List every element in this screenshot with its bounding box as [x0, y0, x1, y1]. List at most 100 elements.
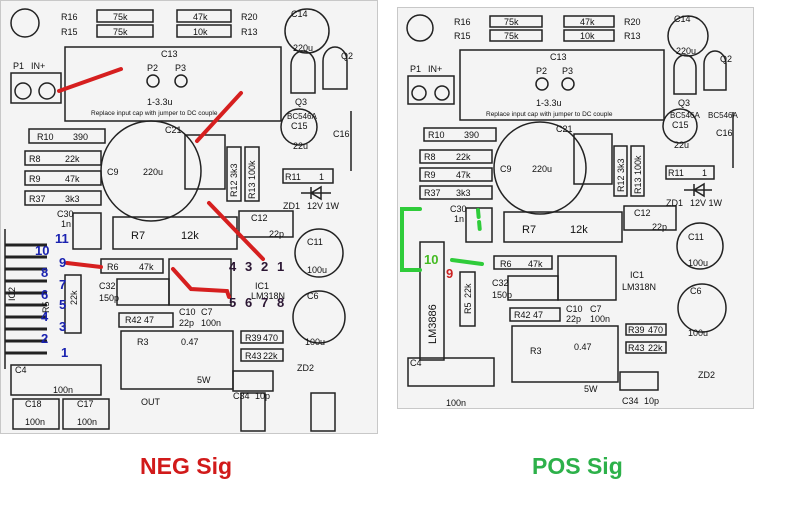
- p3-pad: [174, 74, 188, 88]
- p2-pad: [535, 77, 549, 91]
- r9-label: R9: [29, 174, 41, 184]
- zd1-label: ZD1: [283, 201, 300, 211]
- r7-value: 12k: [570, 224, 588, 236]
- c21-label: C21: [165, 125, 182, 135]
- ic1-pin-1: 1: [277, 259, 284, 274]
- r15-body: [489, 29, 543, 42]
- r13-label: R13: [624, 31, 641, 41]
- r3-watt: 5W: [584, 384, 598, 394]
- r42-body: [118, 312, 174, 328]
- r13-value: 10k: [193, 27, 208, 37]
- r20-body: [176, 9, 232, 23]
- c9-label: C9: [500, 164, 512, 174]
- neg-wire-input: [57, 67, 123, 93]
- r11-label: R11: [285, 172, 301, 182]
- ic1-pin-4: 4: [229, 259, 237, 274]
- c4-value: 100n: [53, 385, 73, 395]
- c32-value: 150p: [99, 293, 119, 303]
- r8-body: [24, 150, 102, 166]
- r7-label: R7: [131, 230, 145, 242]
- r6-value: 47k: [139, 262, 154, 272]
- c6-label: C6: [307, 291, 319, 301]
- r43-label: R43: [628, 343, 645, 353]
- r43-value: 22k: [648, 343, 663, 353]
- p1-label: P1: [410, 64, 421, 74]
- r12-body: [226, 146, 242, 202]
- r13-body: [176, 24, 232, 38]
- c14-value: 220u: [293, 43, 313, 53]
- c32-value: 150p: [492, 290, 512, 300]
- c11-value: 100u: [307, 265, 327, 275]
- r8-value: 22k: [65, 154, 80, 164]
- c9-value: 220u: [532, 164, 552, 174]
- ic1-pin-8: 8: [277, 295, 284, 310]
- bc546a-label-2: BC546A: [708, 111, 738, 120]
- mounting-hole: [406, 14, 434, 42]
- c9-value: 220u: [143, 167, 163, 177]
- r9-body: [419, 167, 493, 182]
- c15-body: [280, 108, 318, 146]
- zd1-label: ZD1: [666, 198, 683, 208]
- r16-label: R16: [61, 12, 78, 22]
- r6-label: R6: [107, 262, 119, 272]
- c34-label: C34: [622, 396, 639, 406]
- r10-value: 390: [464, 130, 479, 140]
- c12-body: [238, 210, 294, 238]
- r16-body: [96, 9, 154, 23]
- c4-body: [407, 357, 495, 387]
- c10-value: 22p: [566, 314, 581, 324]
- r5-label: R5: [41, 301, 51, 313]
- r11-label: R11: [668, 168, 684, 178]
- r39-value: 470: [263, 333, 278, 343]
- pos-pin-9: 9: [446, 266, 453, 281]
- c6-body: [677, 283, 727, 333]
- r13b-body: [244, 146, 260, 202]
- pin-5: 5: [59, 297, 66, 312]
- c4-body: [10, 364, 102, 396]
- r16-label: R16: [454, 17, 471, 27]
- p2-pad: [146, 74, 160, 88]
- ic2-label: IC2: [7, 287, 17, 301]
- p1-label: P1: [13, 61, 24, 71]
- r12-body: [613, 145, 628, 197]
- c32-body: [116, 278, 170, 306]
- q3-body: [290, 50, 316, 94]
- r5-value: 22k: [69, 290, 79, 305]
- p1-terminal: [10, 72, 62, 104]
- r5-body: [64, 274, 82, 334]
- c30-label: C30: [57, 209, 74, 219]
- c11-body: [294, 228, 344, 278]
- r13b-body: [630, 145, 645, 197]
- c18-body: [12, 398, 60, 430]
- c7-label: C7: [590, 304, 602, 314]
- r13-label: R13: [241, 27, 258, 37]
- r15-value: 75k: [504, 31, 519, 41]
- r3-value: 0.47: [181, 337, 199, 347]
- pin-1: 1: [61, 345, 68, 360]
- zd2-label: ZD2: [698, 370, 715, 380]
- r6-label: R6: [500, 259, 512, 269]
- pin-10: 10: [35, 243, 49, 258]
- c15-value: 22u: [293, 141, 308, 151]
- out-label: OUT: [141, 397, 161, 407]
- neg-wire-c13: [195, 91, 243, 143]
- c10-label: C10: [179, 307, 196, 317]
- c12-label: C12: [634, 208, 651, 218]
- in-plus-label: IN+: [31, 61, 45, 71]
- c32-label: C32: [99, 281, 116, 291]
- r37-body: [24, 190, 102, 206]
- c6-label: C6: [690, 286, 702, 296]
- q3-body: [673, 54, 697, 95]
- ic1-pin-6: 6: [245, 295, 252, 310]
- r5-label: R5: [463, 302, 473, 314]
- r13-body: [563, 29, 615, 42]
- neg-wire-r13: [207, 201, 265, 261]
- c12-value: 22p: [269, 229, 284, 239]
- r7-body: [503, 211, 623, 243]
- r43-value: 22k: [263, 351, 278, 361]
- c13-label: C13: [550, 52, 567, 62]
- r43-body: [240, 348, 284, 362]
- r42-label: R42 47: [125, 315, 154, 325]
- neg-wire-ic1: [171, 267, 231, 299]
- r6-body: [493, 255, 553, 270]
